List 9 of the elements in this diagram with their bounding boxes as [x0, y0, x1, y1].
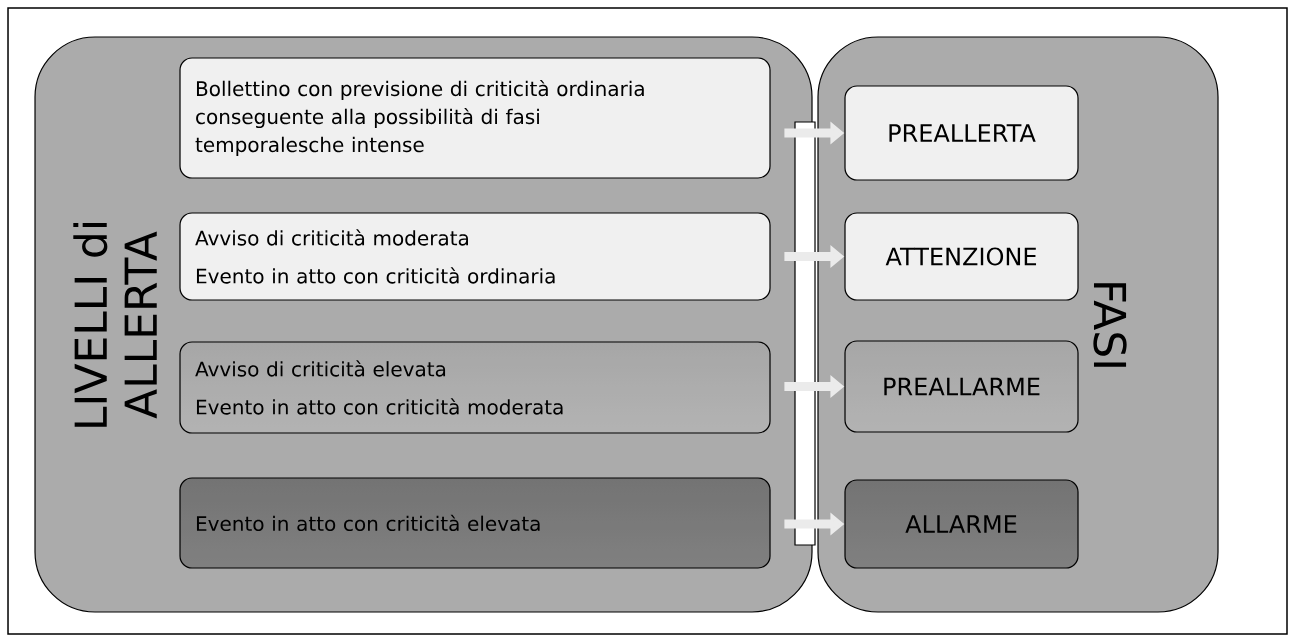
- phase-box: ALLARME: [844, 479, 1079, 569]
- alert-level-box: Avviso di criticità moderata Evento in atto con criticità ordinaria: [179, 212, 771, 301]
- alert-level-box: Evento in atto con criticità elevata: [179, 477, 771, 569]
- alert-level-box: Avviso di criticità elevata Evento in atto con criticità moderata: [179, 341, 771, 434]
- alert-level-box: Bollettino con previsione di criticità ordinaria conseguente alla possibilità di fasi temporalesche intense: [179, 57, 771, 179]
- rail-bar: [794, 121, 816, 546]
- phase-box: PREALLARME: [844, 340, 1079, 433]
- phase-box: ATTENZIONE: [844, 212, 1079, 301]
- phase-box: PREALLERTA: [844, 85, 1079, 181]
